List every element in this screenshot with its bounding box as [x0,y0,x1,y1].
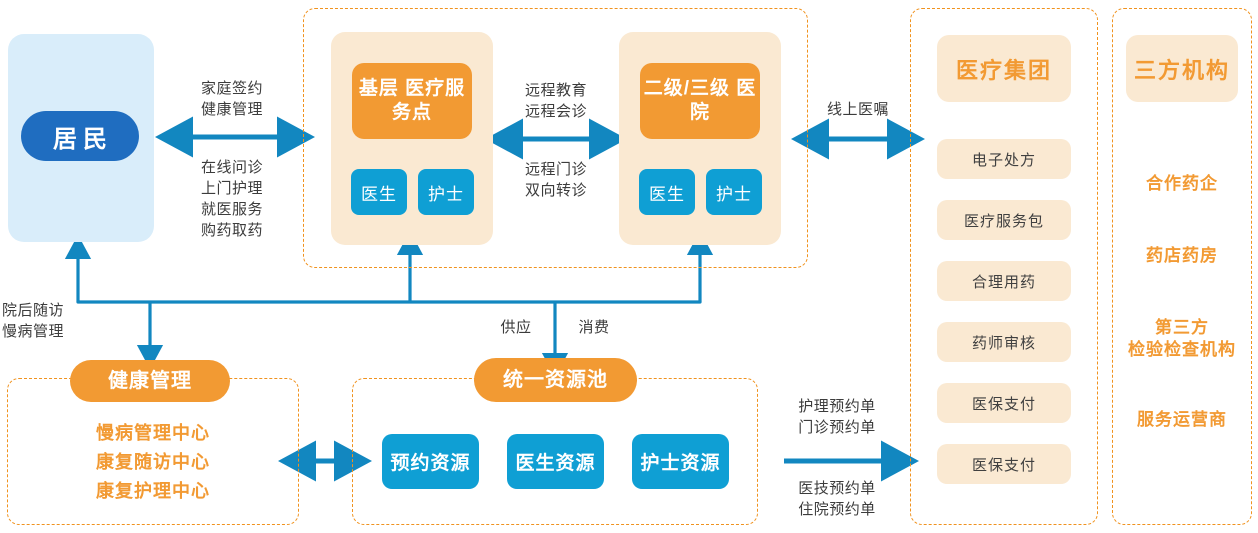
medical-group-item[interactable]: 医保支付 [937,444,1071,484]
health-management-item[interactable]: 慢病管理中心 [96,423,210,443]
third-party-title[interactable]: 三方机构 [1126,35,1238,102]
label-consume: 消费 [578,319,610,336]
medical-group-item[interactable]: 药师审核 [937,322,1071,362]
label-online-order: 线上医嘱 [826,101,889,118]
health-management-item[interactable]: 康复护理中心 [96,481,210,501]
label-remote-clinic: 远程门诊 双向转诊 [524,161,587,199]
primary-care-title[interactable]: 基层 医疗服务点 [352,63,472,139]
medical-group-item[interactable]: 医疗服务包 [937,200,1071,240]
medical-group-panel [910,8,1098,525]
primary-care-role-doctor[interactable]: 医生 [351,169,407,215]
third-party-item[interactable]: 药店药房 [1146,246,1218,265]
resource-pool-item[interactable]: 医生资源 [507,434,604,489]
resource-pool-item[interactable]: 护士资源 [632,434,729,489]
third-party-panel [1112,8,1252,525]
hospital-role-doctor[interactable]: 医生 [639,169,695,215]
medical-group-item[interactable]: 合理用药 [937,261,1071,301]
label-nursing-appointment: 护理预约单 门诊预约单 [798,398,876,436]
third-party-item[interactable]: 服务运营商 [1137,410,1227,429]
medical-group-item[interactable]: 电子处方 [937,139,1071,179]
third-party-item[interactable]: 第三方 检验检查机构 [1128,318,1236,359]
residents-pill[interactable]: 居民 [21,111,139,161]
medical-group-title[interactable]: 医疗集团 [937,35,1071,102]
hospital-title[interactable]: 二级/三级 医院 [640,63,760,139]
label-remote-education: 远程教育 远程会诊 [524,82,587,120]
care-provider-panel [303,8,808,268]
label-exam-appointment: 医技预约单 住院预约单 [798,480,876,518]
label-family-contract: 家庭签约 健康管理 [200,80,263,118]
third-party-item[interactable]: 合作药企 [1146,174,1218,193]
label-online-services: 在线问诊 上门护理 就医服务 购药取药 [200,159,263,239]
primary-care-role-nurse[interactable]: 护士 [418,169,474,215]
label-supply: 供应 [500,319,532,336]
hospital-role-nurse[interactable]: 护士 [706,169,762,215]
medical-group-item[interactable]: 医保支付 [937,383,1071,423]
health-management-title[interactable]: 健康管理 [70,360,230,402]
resource-pool-item[interactable]: 预约资源 [382,434,479,489]
resource-pool-title[interactable]: 统一资源池 [474,358,637,402]
label-post-discharge: 院后随访 慢病管理 [2,302,65,340]
health-management-item[interactable]: 康复随访中心 [96,452,210,472]
